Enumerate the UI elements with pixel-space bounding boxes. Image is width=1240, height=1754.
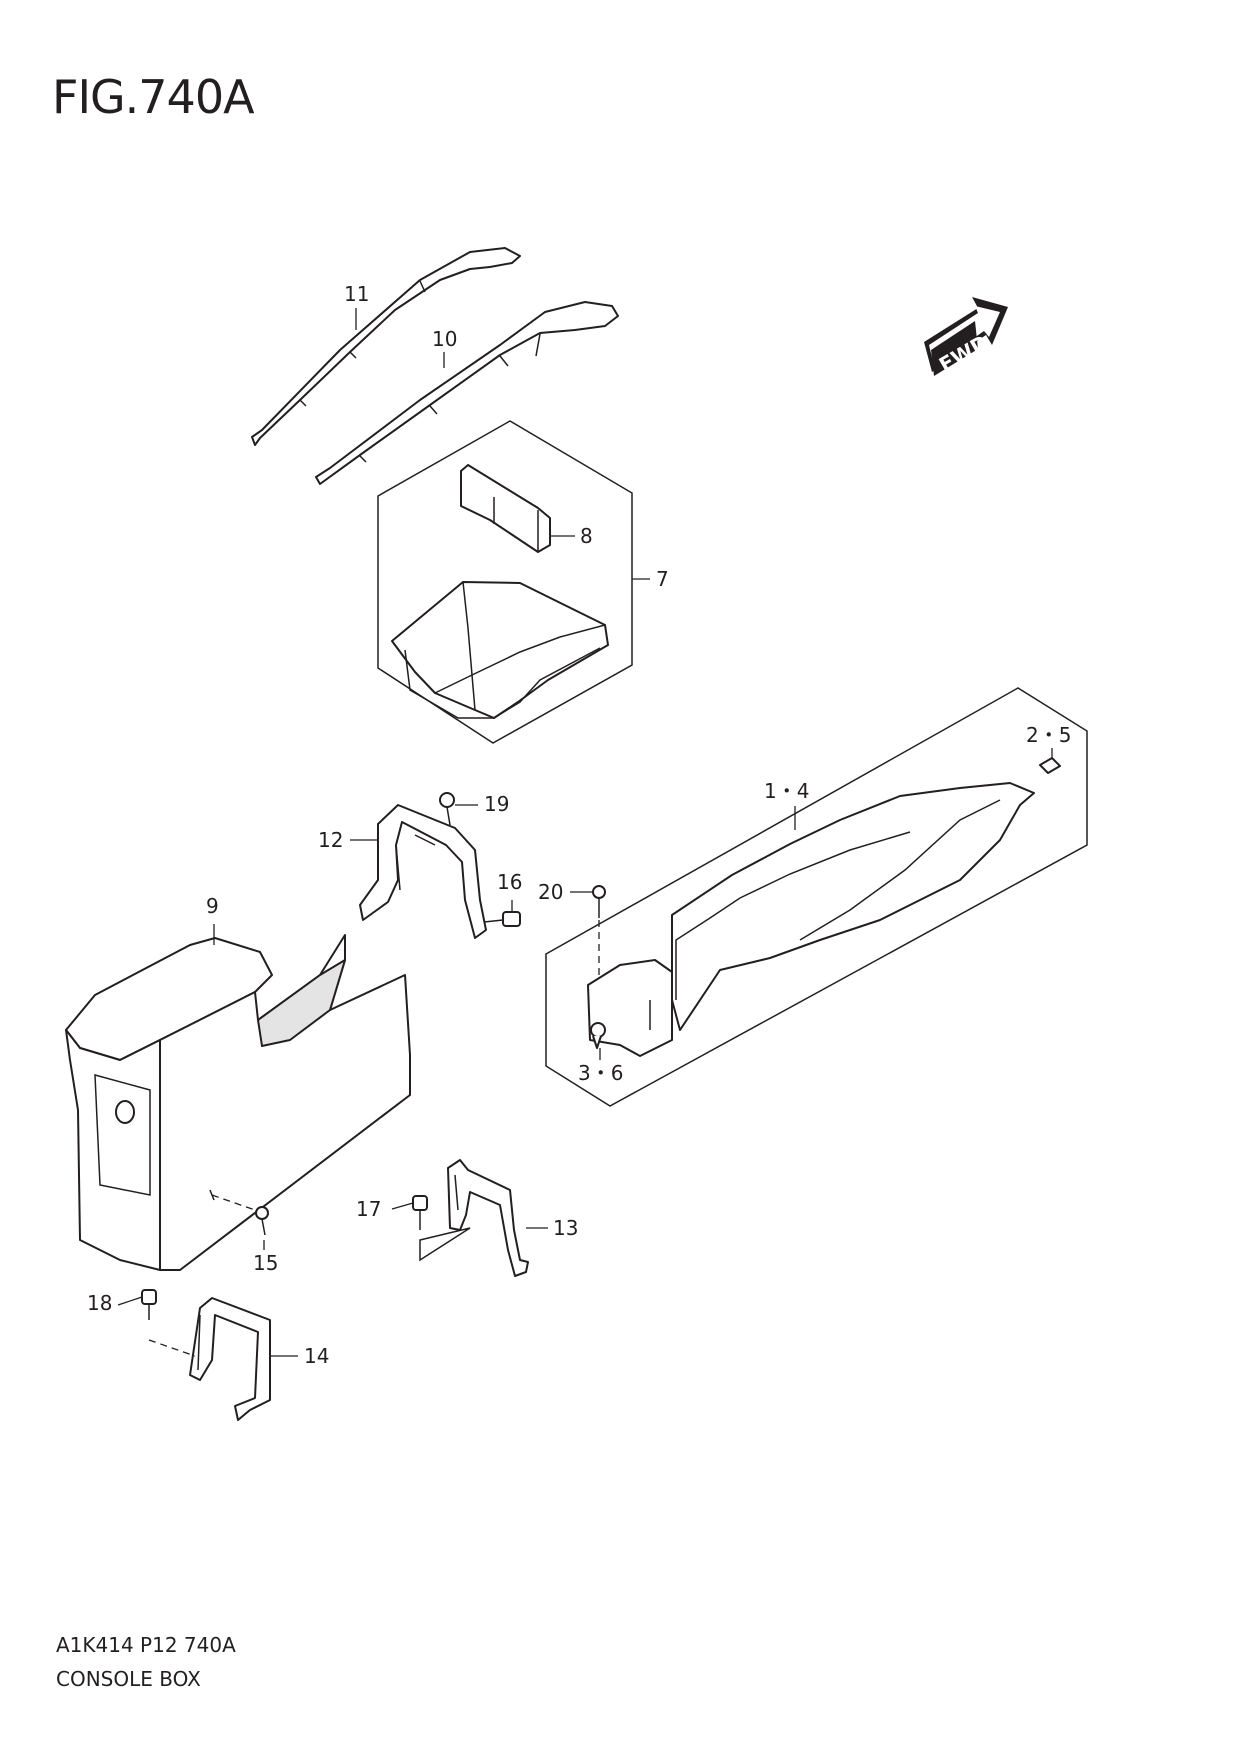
callout-13: 13 <box>553 1216 578 1240</box>
leader-lines <box>117 308 1053 1357</box>
callout-11: 11 <box>344 282 369 306</box>
callout-9: 9 <box>206 894 219 918</box>
part-8-insert[interactable] <box>460 464 551 553</box>
fwd-direction-badge: FWD <box>924 297 1008 377</box>
callout-2-5: 2・5 <box>1026 723 1071 747</box>
figure-title: FIG.740A <box>52 70 255 124</box>
callout-12: 12 <box>318 828 343 852</box>
figure-code: A1K414 P12 740A <box>56 1633 236 1657</box>
part-15-screw[interactable] <box>211 1194 269 1236</box>
part-1-4-group-outline <box>545 687 1088 1107</box>
part-10-trim-panel[interactable] <box>315 301 619 485</box>
part-20-screw[interactable] <box>592 885 606 975</box>
callout-17: 17 <box>356 1197 381 1221</box>
part-19-screw[interactable] <box>439 792 455 826</box>
part-7-group-outline <box>377 420 633 744</box>
part-17-bolt[interactable] <box>412 1195 471 1262</box>
part-18-bolt[interactable] <box>141 1289 196 1357</box>
part-11-trim-strip[interactable] <box>251 247 521 446</box>
part-7-tray[interactable] <box>391 581 609 719</box>
callout-19: 19 <box>484 792 509 816</box>
callout-16: 16 <box>497 870 522 894</box>
part-3-6-clip[interactable] <box>590 1022 606 1049</box>
callout-20: 20 <box>538 880 563 904</box>
callout-3-6: 3・6 <box>578 1061 623 1085</box>
part-12-bracket[interactable] <box>359 804 487 939</box>
part-9-armrest-console[interactable] <box>65 934 411 1271</box>
part-1-4-console-body[interactable] <box>587 782 1035 1057</box>
callout-7: 7 <box>656 567 669 591</box>
callout-1-4: 1・4 <box>764 779 809 803</box>
callout-18: 18 <box>87 1291 112 1315</box>
part-14-bracket[interactable] <box>189 1297 271 1421</box>
callout-8: 8 <box>580 524 593 548</box>
part-2-5-pin[interactable] <box>1039 757 1061 774</box>
figure-description: CONSOLE BOX <box>56 1667 201 1691</box>
callout-14: 14 <box>304 1344 329 1368</box>
part-16-bolt[interactable] <box>483 911 521 927</box>
callout-15: 15 <box>253 1251 278 1275</box>
part-13-bracket[interactable] <box>447 1159 529 1277</box>
callout-10: 10 <box>432 327 457 351</box>
